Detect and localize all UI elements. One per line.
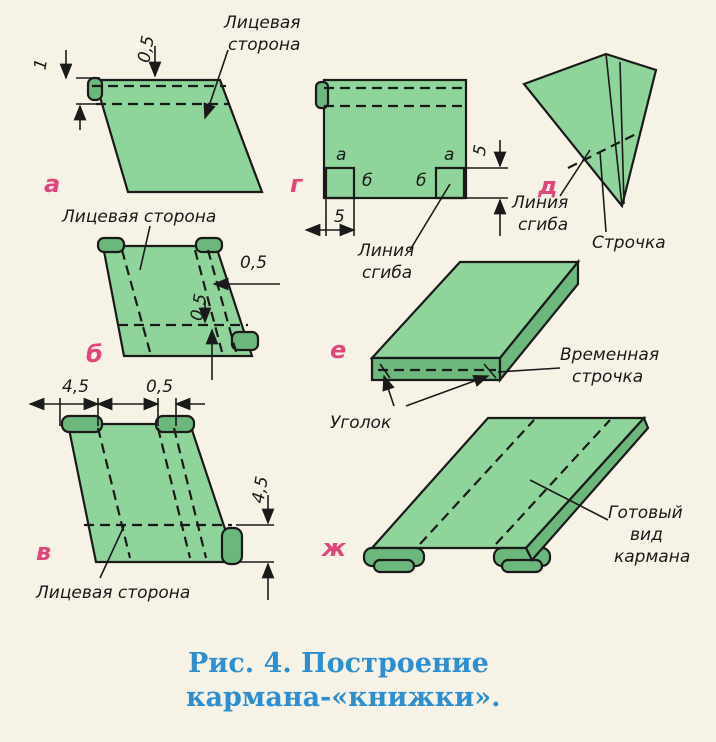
panel-e: Временная строчка Уголок е <box>330 258 659 433</box>
dim-05-b: 0,5 <box>240 253 267 273</box>
panel-d: Линия сгиба Строчка д <box>511 52 666 253</box>
zh-done-1: Готовый <box>608 503 683 523</box>
g-label-a-left: а <box>336 145 346 165</box>
panel-g-fabric <box>322 78 468 200</box>
letter-b: б <box>86 340 103 368</box>
letter-zh: ж <box>321 534 347 562</box>
label-b-face: Лицевая сторона <box>61 207 216 227</box>
caption-line-1: Рис. 4. Построение <box>188 648 489 679</box>
g-label-a-right: а <box>444 145 454 165</box>
g-fold-2: сгиба <box>362 263 412 283</box>
g-fold-1: Линия <box>357 241 414 261</box>
dim-45-top: 4,5 <box>62 377 89 397</box>
g-dim-5-vertical: 5 <box>470 143 492 157</box>
panel-a-roll <box>86 76 104 102</box>
panel-v: 4,5 0,5 4,5 Лицевая сторона в <box>28 377 275 603</box>
letter-v: в <box>36 538 51 566</box>
zh-done-2: вид <box>630 525 663 545</box>
panel-v-fabric <box>66 422 238 564</box>
g-label-b-right: б <box>416 171 426 191</box>
label-a-face-2: сторона <box>228 35 300 55</box>
label-a-face-1: Лицевая <box>223 13 301 33</box>
label-v-face: Лицевая сторона <box>35 583 190 603</box>
panel-b-fabric <box>101 244 254 358</box>
dim-45-side: 4,5 <box>248 475 272 505</box>
letter-a: а <box>44 170 60 198</box>
e-temp-2: строчка <box>572 367 643 387</box>
d-fold-1: Линия <box>511 193 568 213</box>
letter-d: д <box>537 172 557 200</box>
zh-done-3: кармана <box>614 547 690 567</box>
caption-line-2: кармана-«книжки». <box>186 682 501 713</box>
panel-zh: Готовый вид кармана ж <box>321 415 690 574</box>
panel-a: 1 0,5 Лицевая сторона а <box>30 13 300 198</box>
dim-1: 1 <box>30 57 52 71</box>
dim-05-top: 0,5 <box>146 377 173 397</box>
dim-05-a: 0,5 <box>134 34 158 64</box>
panel-a-fabric <box>93 78 264 194</box>
dim-05-b-vertical: 0,5 <box>187 292 211 322</box>
e-temp-1: Временная <box>560 345 659 365</box>
d-fold-2: сгиба <box>518 215 568 235</box>
g-label-b-left: б <box>362 171 372 191</box>
e-corner: Уголок <box>330 413 392 433</box>
g-dim-5-horizontal: 5 <box>334 207 345 227</box>
panel-zh-fabric <box>369 416 647 550</box>
panel-b: 0,5 0,5 Лицевая сторона б <box>61 207 280 380</box>
letter-g: г <box>290 170 304 198</box>
letter-e: е <box>330 336 346 364</box>
panel-g: а б б а 5 5 Линия сгиба г <box>290 78 508 283</box>
d-stitch: Строчка <box>592 233 666 253</box>
